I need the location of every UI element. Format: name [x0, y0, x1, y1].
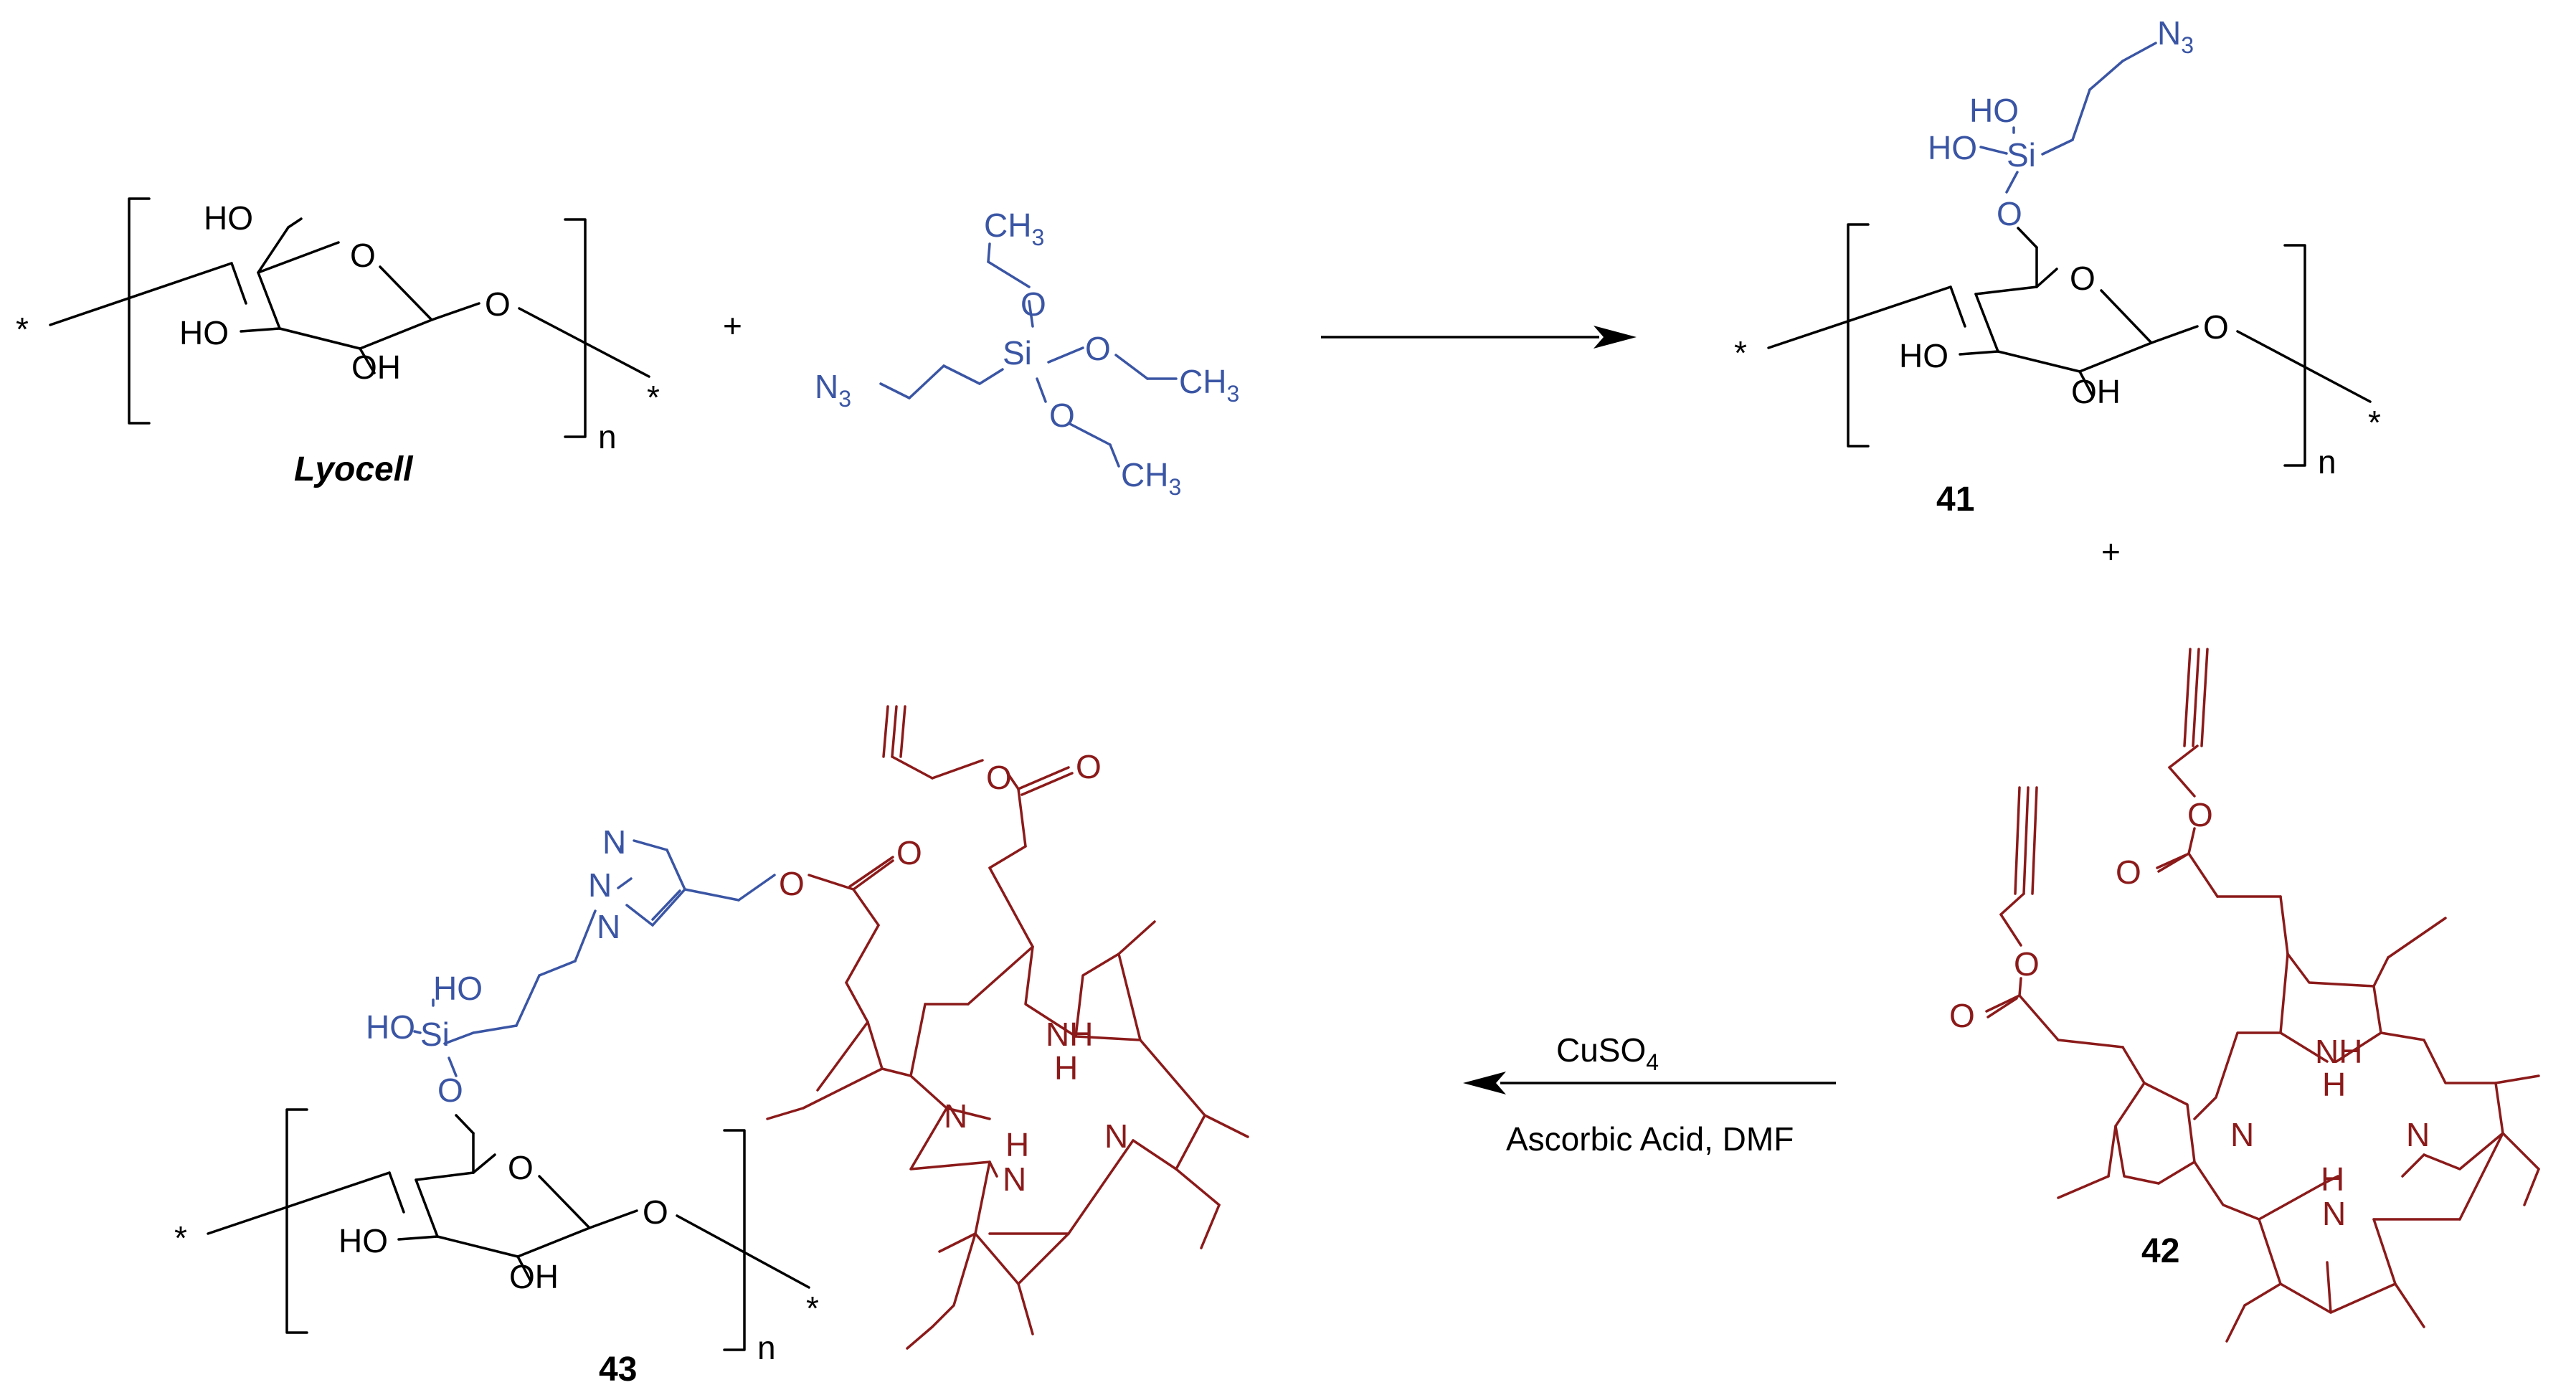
- p43-o-carbonyl-2: O: [1076, 748, 1102, 785]
- plus-sign-1: +: [723, 307, 742, 344]
- p43-ring-o: O: [508, 1149, 534, 1186]
- p41-star-right: *: [2368, 404, 2381, 441]
- p43-repeat-n: n: [757, 1329, 776, 1366]
- p42-n-2: N: [2406, 1116, 2430, 1153]
- p43-glycosidic-o: O: [643, 1193, 668, 1231]
- p43-star-left: *: [174, 1219, 187, 1257]
- p42-o-ester-2: O: [2014, 945, 2040, 983]
- silane-o-top: O: [1021, 285, 1046, 323]
- p43-nh-2-n: N: [1003, 1160, 1026, 1198]
- p43-nh-1-h: H: [1054, 1049, 1078, 1087]
- p41-glycosidic-o: O: [2203, 308, 2229, 346]
- condition-catalyst: CuSO4: [1556, 1031, 1659, 1075]
- p43-nh-2-h: H: [1005, 1126, 1029, 1163]
- reaction-arrow-1: [1321, 326, 1637, 349]
- lyocell-label: Lyocell: [294, 450, 414, 488]
- p42-nh-2-n: N: [2322, 1195, 2346, 1232]
- plus-sign-2: +: [2101, 533, 2121, 570]
- product-41-structure: N3 HO HO Si O O HO OH O n * * 41: [1734, 14, 2381, 519]
- p42-o-carbonyl-2: O: [1949, 997, 1975, 1034]
- lyocell-ho-ch2: HO: [204, 199, 253, 237]
- p43-triazole-n3: N: [588, 866, 612, 904]
- p41-ho-2: HO: [1928, 129, 1977, 166]
- azidopropyl-triethoxysilane: N3 Si O O O CH3 CH3 CH3: [815, 207, 1239, 500]
- p42-label: 42: [2141, 1232, 2179, 1270]
- p43-o-ester-2: O: [986, 759, 1012, 796]
- p43-triazole-n1: N: [597, 908, 620, 945]
- lyocell-glycosidic-o: O: [485, 285, 511, 323]
- lyocell-ho-c3: HO: [179, 314, 229, 351]
- reaction-arrow-2: [1463, 1072, 1836, 1094]
- silane-ch3-top: CH3: [984, 207, 1044, 250]
- silane-o-right: O: [1085, 330, 1111, 367]
- silane-n3: N3: [815, 368, 851, 412]
- p42-nh-2-h: H: [2321, 1160, 2344, 1198]
- p41-n3: N3: [2157, 14, 2194, 58]
- lyocell-structure: HO O HO OH O n * * Lyocell: [16, 197, 660, 488]
- p41-o-link: O: [1997, 195, 2022, 232]
- p43-n-2: N: [1104, 1117, 1128, 1155]
- p43-si: Si: [420, 1016, 450, 1053]
- p43-oh-c2: OH: [509, 1258, 559, 1295]
- silane-ch3-right: CH3: [1179, 363, 1239, 407]
- p43-ho-2: HO: [366, 1008, 415, 1046]
- p43-label: 43: [599, 1351, 637, 1389]
- condition-reagents: Ascorbic Acid, DMF: [1506, 1120, 1794, 1158]
- p43-nh-1: NH: [1046, 1016, 1093, 1053]
- p41-si: Si: [2007, 136, 2036, 174]
- lyocell-star-left: *: [16, 311, 29, 348]
- p42-nh-1: NH: [2315, 1033, 2362, 1070]
- p43-o-link: O: [437, 1072, 463, 1109]
- p42-o-ester-1: O: [2187, 796, 2213, 833]
- p43-ho-c3: HO: [338, 1222, 388, 1259]
- p41-oh-c2: OH: [2071, 373, 2121, 410]
- lyocell-repeat-n: n: [598, 418, 617, 455]
- p42-o-carbonyl-1: O: [2116, 854, 2141, 891]
- lyocell-oh-c2: OH: [351, 349, 401, 386]
- p41-ring-o: O: [2070, 260, 2096, 297]
- p41-ho-1: HO: [1969, 92, 2019, 129]
- p42-n-1: N: [2230, 1116, 2254, 1153]
- lyocell-ring-o: O: [350, 237, 376, 274]
- silane-ch3-bottom: CH3: [1121, 456, 1181, 500]
- p43-o-ester: O: [779, 865, 805, 902]
- p41-ho-c3: HO: [1899, 337, 1948, 374]
- p41-star-left: *: [1734, 334, 1747, 372]
- p43-n-1: N: [944, 1097, 967, 1135]
- p42-nh-1-h: H: [2322, 1066, 2346, 1103]
- p41-repeat-n: n: [2318, 443, 2336, 481]
- p43-ho-1: HO: [433, 970, 483, 1007]
- lyocell-star-right: *: [647, 379, 660, 416]
- p43-star-right: *: [806, 1290, 819, 1327]
- silane-o-bottom: O: [1049, 397, 1075, 434]
- porphyrin-42-structure: O O O O NH H N N H N 42: [1949, 648, 2540, 1343]
- product-43-structure: N N N O O O O HO HO Si O O HO OH O n * *…: [174, 705, 1249, 1389]
- p43-triazole-n2: N: [602, 823, 626, 861]
- p43-o-carbonyl: O: [896, 834, 922, 871]
- silane-si: Si: [1003, 334, 1032, 372]
- p41-label: 41: [1936, 481, 1974, 519]
